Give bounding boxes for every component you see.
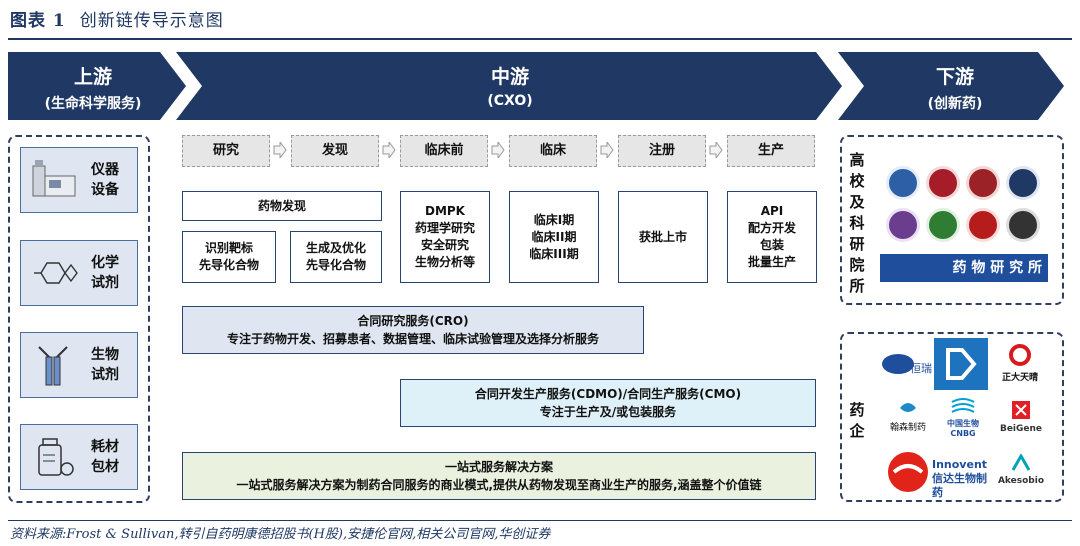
step-arrow-icon [273,142,287,158]
one-stop-description: 一站式服务解决方案为制药合同服务的商业模式,提供从药物发现至商业生产的服务,涵盖… [236,478,762,492]
step-clinical: 临床 [509,135,597,167]
cro-description: 专注于药物开发、招募患者、数据管理、临床试验管理及选择分析服务 [226,332,599,346]
innovent-icon [884,450,934,494]
institute-banner: 药 物 研 究 所 [880,254,1048,282]
step-arrow-icon [709,142,723,158]
midstream-subtitle: (CXO) [487,93,533,109]
beigene-logo-icon [1012,401,1030,419]
source-note: 资料来源:Frost & Sullivan,转引自药明康德招股书(H股),安捷伦… [10,527,551,542]
downstream-chevron [838,52,1064,120]
upstream-panel [8,135,150,503]
hansoh-logo: 翰森制药 [884,398,932,438]
akesobio-logo-icon [1011,452,1031,471]
step-arrow-icon [382,142,396,158]
academic-panel [840,135,1064,305]
hansoh-text: 翰森制药 [889,423,926,433]
upstream-chevron [8,52,186,120]
upstream-item-label: 化学 试剂 [91,255,119,291]
downstream-subtitle: (创新药) [927,96,983,112]
university-seal-icon [886,166,920,200]
figure-title-text: 创新链传导示意图 [79,11,224,31]
upstream-item-instruments: 仪器 设备 [20,147,138,213]
step-arrow-icon [491,142,505,158]
figure-title: 图表 1 创新链传导示意图 [10,6,224,31]
lab-instrument-icon [32,160,76,197]
university-seal-icon [1006,166,1040,200]
chia-tai-tianqing-block-icon [934,338,988,390]
cttq-text: 正大天晴 [1001,373,1038,383]
hansoh-logo-icon [900,403,916,412]
university-seal-icon [926,208,960,242]
cdmo-description: 专注于生产及/或包装服务 [539,405,677,419]
university-seal-icon [1006,208,1040,242]
step-production: 生产 [727,135,815,167]
akesobio-logo: Akesobio [994,452,1048,492]
cttq-logo: 正大天晴 [992,344,1048,388]
step-research: 研究 [182,135,270,167]
step-discovery: 发现 [291,135,379,167]
step-preclinical: 临床前 [400,135,488,167]
pharma-panel [840,332,1064,502]
target-identification-box: 识别靶标 先导化合物 [182,231,276,283]
midstream-header: 中游 (CXO) [200,52,820,109]
downstream-title: 下游 [935,66,974,88]
beigene-logo: BeiGene [994,400,1048,438]
preclinical-box: DMPK 药理学研究 安全研究 生物分析等 [400,191,490,283]
drug-discovery-box: 药物发现 [182,191,382,221]
upstream-item-bioreagents: 生物 试剂 [20,332,138,398]
university-seal-icon [966,166,1000,200]
upstream-subtitle: (生命科学服务) [44,96,142,112]
test-tube-icon [38,346,68,386]
cdmo-title: 合同开发生产服务(CDMO)/合同生产服务(CMO) [474,387,742,401]
downstream-header: 下游 (创新药) [865,52,1045,113]
academic-label: 高 校 及 科 研 院 所 [849,151,865,295]
step-registration: 注册 [618,135,706,167]
hengrui-logo-icon: 恒瑞 [882,354,932,375]
production-box: API 配方开发 包装 批量生产 [727,191,817,283]
molecule-icon [34,262,78,284]
step-arrow-icon [600,142,614,158]
stage-chevrons [8,52,1064,120]
bottle-icon [38,438,74,476]
lead-optimization-box: 生成及优化 先导化合物 [290,231,382,283]
one-stop-band: 一站式服务解决方案 一站式服务解决方案为制药合同服务的商业模式,提供从药物发现至… [182,452,816,500]
upstream-item-label: 仪器 设备 [91,162,119,198]
midstream-chevron [176,52,842,120]
approval-box: 获批上市 [618,191,708,283]
upstream-item-chemicals: 化学 试剂 [20,240,138,306]
figure-number: 图表 1 [10,11,66,31]
upstream-item-label: 耗材 包材 [91,439,119,475]
beigene-text: BeiGene [999,424,1043,434]
cro-title: 合同研究服务(CRO) [357,314,469,328]
footer-divider [8,520,1072,521]
university-seal-icon [886,208,920,242]
one-stop-title: 一站式服务解决方案 [444,460,553,474]
cttq-logo-icon [1009,344,1031,366]
cdmo-band: 合同开发生产服务(CDMO)/合同生产服务(CMO) 专注于生产及/或包装服务 [400,379,816,427]
title-divider [8,38,1072,40]
clinical-phases-box: 临床I期 临床II期 临床III期 [509,191,599,283]
upstream-header: 上游 (生命科学服务) [8,52,178,113]
akesobio-text: Akesobio [997,476,1045,486]
university-seal-icon [966,208,1000,242]
innovent-text: Innovent 信达生物制药 [932,458,991,499]
cnbg-logo: 中国生物 CNBG [936,398,990,438]
hengrui-logo: 恒瑞 [880,348,932,378]
upstream-title: 上游 [73,66,112,88]
cnbg-text: 中国生物 CNBG [947,419,979,438]
midstream-title: 中游 [490,66,529,88]
hengrui-text: 恒瑞 [910,361,932,375]
cro-band: 合同研究服务(CRO) 专注于药物开发、招募患者、数据管理、临床试验管理及选择分… [182,306,644,354]
university-seal-icon [926,166,960,200]
upstream-item-label: 生物 试剂 [91,347,119,383]
cnbg-logo-icon [951,398,975,413]
pharma-label: 药 企 [849,401,865,440]
upstream-item-consumables: 耗材 包材 [20,424,138,490]
